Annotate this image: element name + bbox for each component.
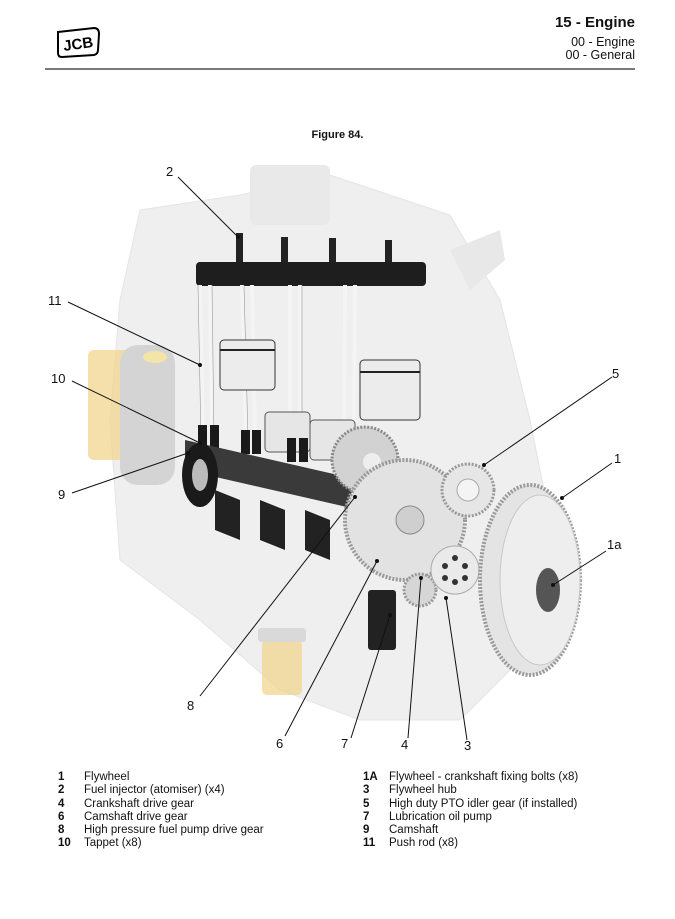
svg-text:JCB: JCB: [62, 34, 94, 55]
engine-illustration: [67, 165, 613, 741]
flywheel-hub: [430, 545, 480, 595]
callout-9: 9: [58, 487, 66, 502]
callout-3: 3: [464, 738, 472, 753]
callout-2: 2: [166, 164, 174, 179]
fuel-filter: [88, 345, 175, 485]
figure-title: Figure 84.: [311, 129, 364, 141]
callout-1: 1: [614, 451, 622, 466]
jcb-logo: JCB: [54, 26, 102, 59]
leader-lines: [67, 176, 613, 741]
callout-7: 7: [341, 736, 349, 751]
rocker-assembly: [196, 262, 426, 286]
camshaft: [182, 440, 360, 510]
fuel-pump-gear: [343, 458, 467, 582]
subsection-title: 00 - Engine: [571, 35, 635, 49]
crankshaft: [215, 490, 330, 560]
secondary-filter: [258, 628, 306, 695]
callout-10: 10: [51, 371, 66, 386]
pto-idler-gear: [440, 462, 496, 518]
callout-6: 6: [276, 736, 284, 751]
callout-4: 4: [401, 737, 409, 752]
oil-pump: [368, 590, 396, 650]
callout-5: 5: [612, 366, 620, 381]
header-divider: [45, 68, 635, 70]
fuel-injectors: [236, 233, 392, 278]
tappets: [198, 425, 308, 462]
topic-title: 00 - General: [565, 48, 635, 62]
callout-1a: 1a: [607, 537, 622, 552]
callout-8: 8: [187, 698, 195, 713]
flywheel: [478, 483, 582, 677]
leader-dots: [186, 235, 564, 617]
section-title: 15 - Engine: [554, 14, 635, 31]
callout-11: 11: [48, 293, 62, 308]
